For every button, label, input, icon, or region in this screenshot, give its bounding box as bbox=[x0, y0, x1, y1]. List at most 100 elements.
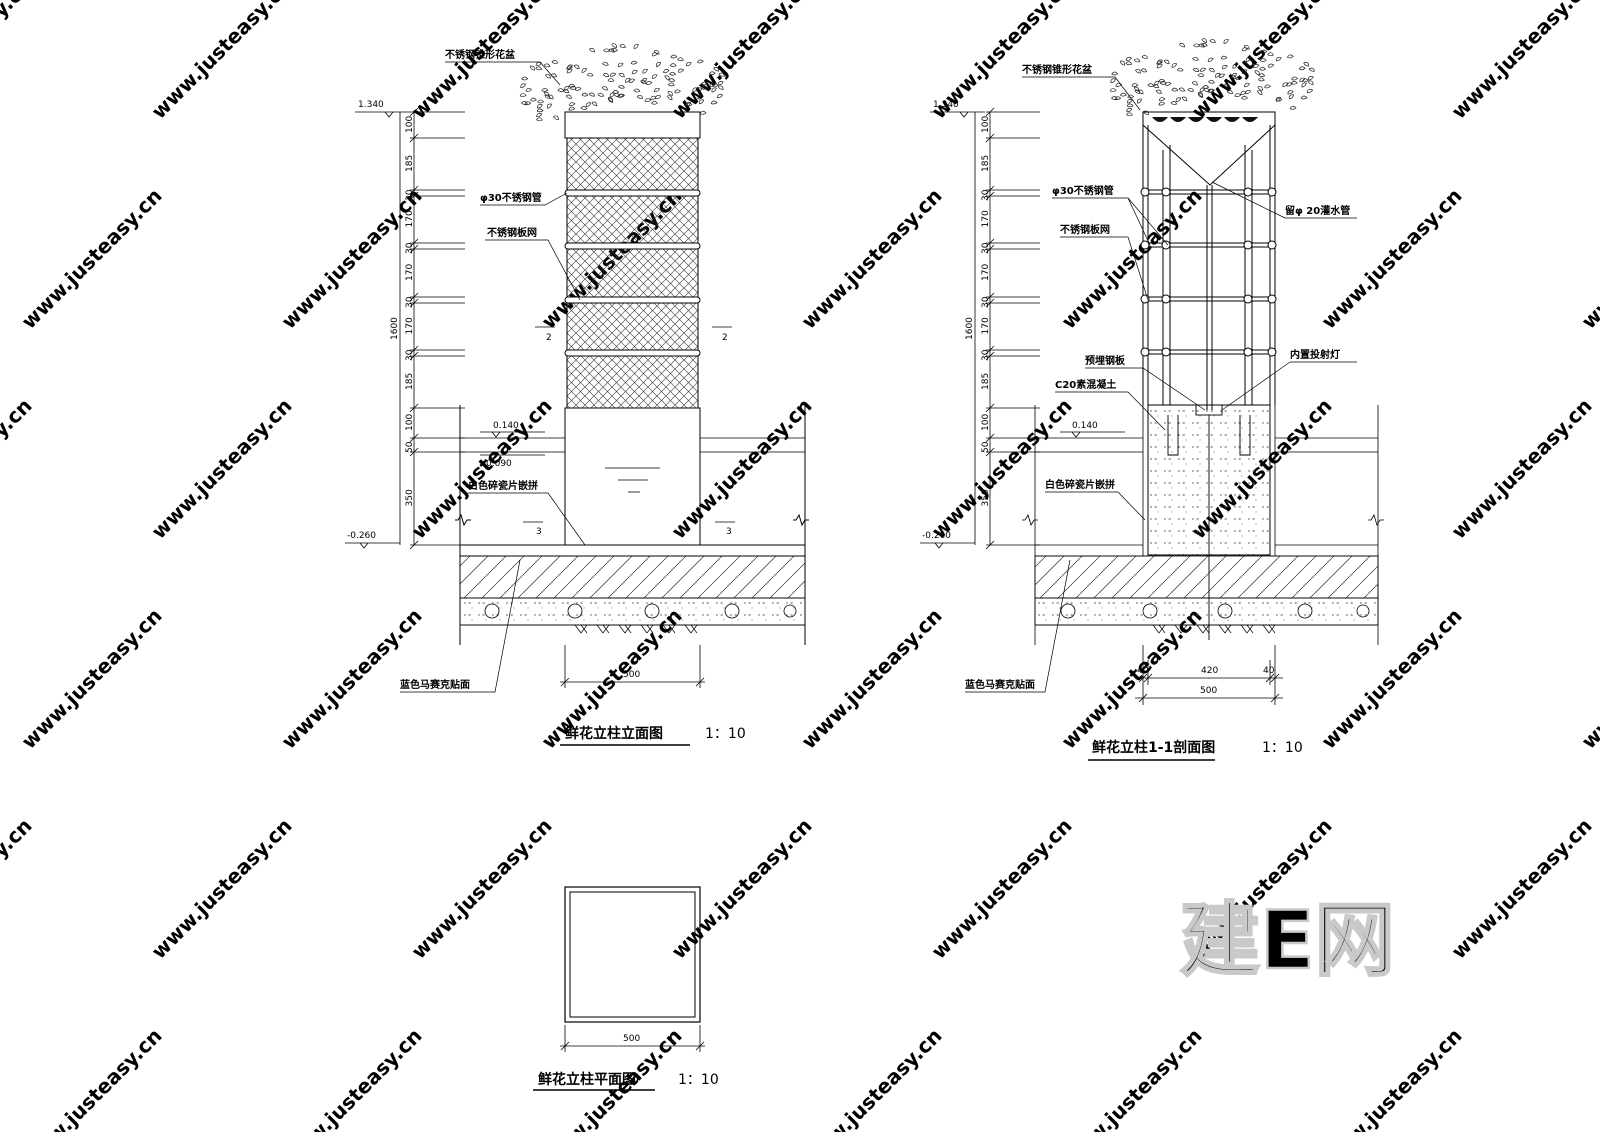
plan-width-dim: 500 bbox=[623, 1034, 640, 1044]
plan-title: 鲜花立柱平面图 bbox=[538, 1071, 636, 1088]
section-dim-12: 350 bbox=[981, 489, 991, 506]
svg-text:www.justeasy.cn: www.justeasy.cn bbox=[1317, 604, 1467, 754]
elevation-dim-2: 30 bbox=[405, 189, 415, 201]
svg-text:www.justeasy.cn: www.justeasy.cn bbox=[1577, 604, 1600, 754]
elevation-dim-9: 185 bbox=[405, 373, 415, 390]
svg-text:www.justeasy.cn: www.justeasy.cn bbox=[277, 604, 427, 754]
water-surface bbox=[460, 437, 805, 493]
section-title: 鲜花立柱1-1剖面图 bbox=[1092, 739, 1215, 756]
svg-text:www.justeasy.cn: www.justeasy.cn bbox=[0, 394, 37, 544]
svg-text:www.justeasy.cn: www.justeasy.cn bbox=[1577, 1024, 1600, 1132]
elevation-dim-8: 30 bbox=[405, 349, 415, 361]
svg-text:www.justeasy.cn: www.justeasy.cn bbox=[1317, 1024, 1467, 1132]
section-dim-3: 170 bbox=[981, 210, 991, 227]
section-label-mosaic: 蓝色马赛克贴面 bbox=[965, 678, 1035, 691]
mesh-panel bbox=[566, 137, 699, 409]
level-water-2: 0.090 bbox=[486, 459, 512, 469]
section-dim-2: 30 bbox=[981, 189, 991, 201]
elevation-dim-0: 100 bbox=[405, 116, 415, 133]
foundation-concrete-section bbox=[1034, 555, 1379, 599]
elevation-dim-11: 50 bbox=[405, 441, 415, 453]
pipe-rings bbox=[1140, 187, 1277, 357]
svg-text:www.justeasy.cn: www.justeasy.cn bbox=[17, 1024, 167, 1132]
section-dim-10: 100 bbox=[981, 414, 991, 431]
stainless-posts bbox=[1142, 112, 1276, 410]
section-dim-5: 170 bbox=[981, 264, 991, 281]
elevation-scale: 1：10 bbox=[705, 726, 746, 742]
bottom-dim-left: 40 bbox=[1137, 666, 1149, 676]
elevation-dim-7: 170 bbox=[405, 317, 415, 334]
width-dim: 500 bbox=[623, 670, 640, 680]
level-water: 0.140 bbox=[493, 421, 519, 431]
section-label-concrete: C20素混凝土 bbox=[1055, 378, 1116, 391]
section-label-steel-plate: 预埋钢板 bbox=[1085, 354, 1126, 367]
section-level-water: 0.140 bbox=[1072, 421, 1098, 431]
svg-text:www.justeasy.cn: www.justeasy.cn bbox=[1447, 0, 1597, 124]
section-dim-0: 100 bbox=[981, 116, 991, 133]
svg-text:www.justeasy.cn: www.justeasy.cn bbox=[277, 184, 427, 334]
watermark-logo: 建E网 bbox=[1180, 894, 1395, 987]
svg-text:www.justeasy.cn: www.justeasy.cn bbox=[0, 814, 37, 964]
svg-text:www.justeasy.cn: www.justeasy.cn bbox=[797, 604, 947, 754]
plan-view: 500 鲜花立柱平面图 1：10 bbox=[533, 886, 719, 1091]
plan-outer bbox=[564, 886, 701, 1023]
foundation-gravel-section bbox=[1034, 597, 1379, 626]
earth-hatch-section bbox=[1152, 624, 1276, 634]
section-label-mesh: 不锈钢板网 bbox=[1060, 223, 1110, 236]
section-mark-3-right: 3 bbox=[726, 527, 732, 537]
level-bottom: -0.260 bbox=[347, 531, 376, 541]
bottom-dim-total: 500 bbox=[1200, 686, 1217, 696]
section-level-bottom: -0.260 bbox=[922, 531, 951, 541]
elevation-dim-4: 30 bbox=[405, 242, 415, 254]
svg-text:www.justeasy.cn: www.justeasy.cn bbox=[17, 184, 167, 334]
elevation-dim-10: 100 bbox=[405, 414, 415, 431]
svg-text:www.justeasy.cn: www.justeasy.cn bbox=[667, 394, 817, 544]
section-label-light: 内置投射灯 bbox=[1290, 348, 1340, 361]
svg-text:www.justeasy.cn: www.justeasy.cn bbox=[1447, 814, 1597, 964]
pot-soil bbox=[1152, 117, 1258, 122]
svg-text:www.justeasy.cn: www.justeasy.cn bbox=[1057, 604, 1207, 754]
total-height-dim-section: 1600 bbox=[965, 317, 975, 340]
svg-text:www.justeasy.cn: www.justeasy.cn bbox=[1057, 1024, 1207, 1132]
svg-text:www.justeasy.cn: www.justeasy.cn bbox=[0, 0, 37, 124]
gravel-pebbles bbox=[484, 603, 797, 619]
svg-text:www.justeasy.cn: www.justeasy.cn bbox=[407, 814, 557, 964]
svg-text:www.justeasy.cn: www.justeasy.cn bbox=[797, 184, 947, 334]
section-dim-7: 170 bbox=[981, 317, 991, 334]
elevation-dim-3: 170 bbox=[405, 210, 415, 227]
bottom-dim-middle: 420 bbox=[1201, 666, 1218, 676]
section-dim-6: 30 bbox=[981, 296, 991, 308]
earth-hatch bbox=[574, 624, 698, 634]
svg-text:www.justeasy.cn: www.justeasy.cn bbox=[407, 394, 557, 544]
elevation-dim-1: 185 bbox=[405, 155, 415, 172]
svg-text:www.justeasy.cn: www.justeasy.cn bbox=[797, 1024, 947, 1132]
elevation-dim-6: 30 bbox=[405, 296, 415, 308]
level-top: 1.340 bbox=[358, 100, 384, 110]
section-label-tile: 白色碎瓷片嵌拼 bbox=[1045, 478, 1115, 491]
section-mark-2-left: 2 bbox=[546, 333, 552, 343]
section-dim-4: 30 bbox=[981, 242, 991, 254]
section-dim-8: 30 bbox=[981, 349, 991, 361]
elevation-dim-12: 350 bbox=[405, 489, 415, 506]
elevation-dim-5: 170 bbox=[405, 264, 415, 281]
section-dim-1: 185 bbox=[981, 155, 991, 172]
section-dim-9: 185 bbox=[981, 373, 991, 390]
svg-text:www.justeasy.cn: www.justeasy.cn bbox=[667, 814, 817, 964]
plan-inner bbox=[569, 891, 696, 1018]
svg-text:www.justeasy.cn: www.justeasy.cn bbox=[1577, 184, 1600, 334]
elevation-title: 鲜花立柱立面图 bbox=[565, 725, 663, 742]
label-mesh: 不锈钢板网 bbox=[487, 226, 537, 239]
section-label-pipe: φ30不锈钢管 bbox=[1052, 184, 1114, 197]
section-mark-3-left: 3 bbox=[536, 527, 542, 537]
level-markers bbox=[345, 111, 545, 549]
svg-text:www.justeasy.cn: www.justeasy.cn bbox=[147, 814, 297, 964]
section-scale: 1：10 bbox=[1262, 740, 1303, 756]
label-tile: 白色碎瓷片嵌拼 bbox=[468, 479, 538, 492]
svg-text:www.justeasy.cn: www.justeasy.cn bbox=[17, 604, 167, 754]
svg-text:www.justeasy.cn: www.justeasy.cn bbox=[277, 1024, 427, 1132]
section-label-pot: 不锈钢锥形花盆 bbox=[1022, 63, 1093, 76]
plan-scale: 1：10 bbox=[678, 1072, 719, 1088]
svg-text:www.justeasy.cn: www.justeasy.cn bbox=[1447, 394, 1597, 544]
